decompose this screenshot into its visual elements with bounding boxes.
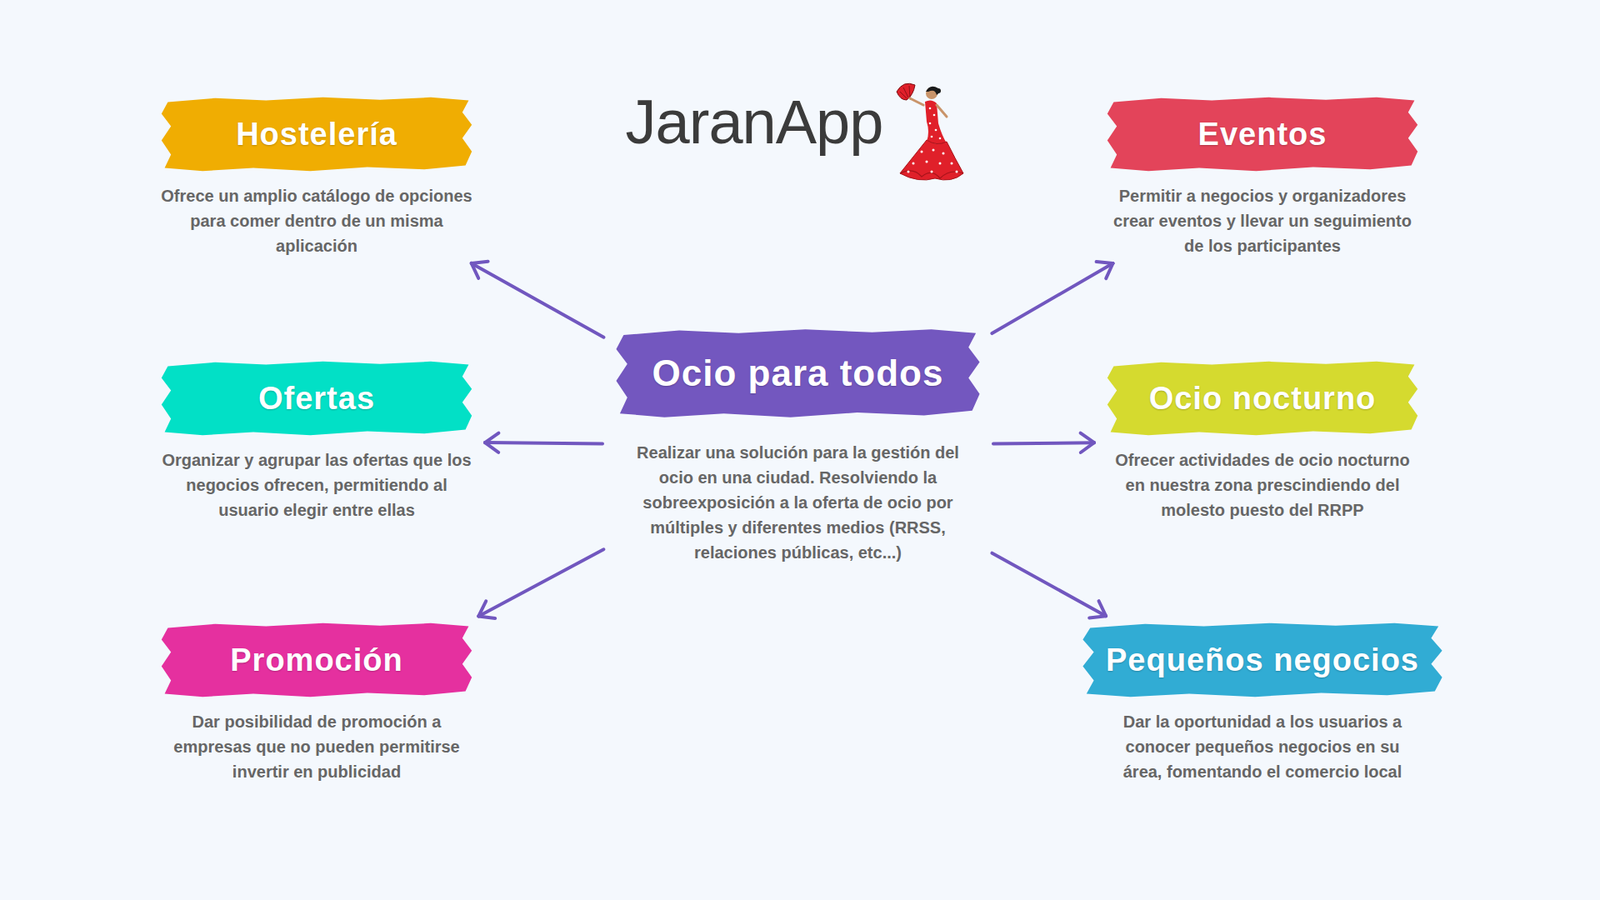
brush-band: Promoción	[158, 620, 475, 700]
brush-band: Hostelería	[158, 95, 475, 174]
node-description: Organizar y agrupar las ofertas que los …	[158, 447, 475, 523]
brush-band: Ofertas	[158, 359, 475, 438]
flamenco-dancer-illustration	[888, 80, 969, 185]
arrow-connector	[992, 553, 1107, 619]
topic-node: OfertasOrganizar y agrupar las ofertas q…	[158, 359, 475, 523]
brush-band: Eventos	[1104, 95, 1421, 174]
topic-node: Ocio para todosRealizar una solución par…	[612, 326, 984, 565]
node-heading: Eventos	[1198, 116, 1328, 153]
node-description: Dar posibilidad de promoción a empresas …	[158, 709, 475, 785]
node-heading: Pequeños negocios	[1105, 642, 1420, 679]
arrow-connector	[993, 433, 1095, 453]
title-box: JaranApp	[616, 91, 892, 154]
brush-band: Ocio nocturno	[1104, 359, 1421, 438]
node-description: Permitir a negocios y organizadores crea…	[1104, 183, 1421, 259]
node-heading: Ocio para todos	[652, 352, 945, 395]
arrow-connector	[471, 261, 605, 338]
node-heading: Ocio nocturno	[1149, 380, 1377, 417]
arrow-connector	[478, 549, 604, 619]
topic-node: Pequeños negociosDar la oportunidad a lo…	[1079, 620, 1446, 785]
topic-node: HosteleríaOfrece un amplio catálogo de o…	[158, 95, 475, 259]
arrow-connector	[485, 433, 603, 453]
brush-band: Pequeños negocios	[1079, 620, 1446, 700]
node-heading: Hostelería	[235, 116, 398, 153]
topic-node: PromociónDar posibilidad de promoción a …	[158, 620, 475, 785]
topic-node: EventosPermitir a negocios y organizador…	[1104, 95, 1421, 259]
arrow-connector	[991, 261, 1113, 334]
diagram-title: JaranApp	[616, 91, 892, 154]
node-description: Ofrecer actividades de ocio nocturno en …	[1104, 447, 1421, 523]
node-heading: Ofertas	[258, 380, 375, 417]
topic-node: Ocio nocturnoOfrecer actividades de ocio…	[1104, 359, 1421, 523]
node-heading: Promoción	[230, 642, 403, 679]
node-description: Ofrece un amplio catálogo de opciones pa…	[158, 183, 475, 259]
node-description: Dar la oportunidad a los usuarios a cono…	[1104, 709, 1421, 785]
brush-band: Ocio para todos	[612, 326, 984, 420]
node-description: Realizar una solución para la gestión de…	[619, 440, 978, 565]
